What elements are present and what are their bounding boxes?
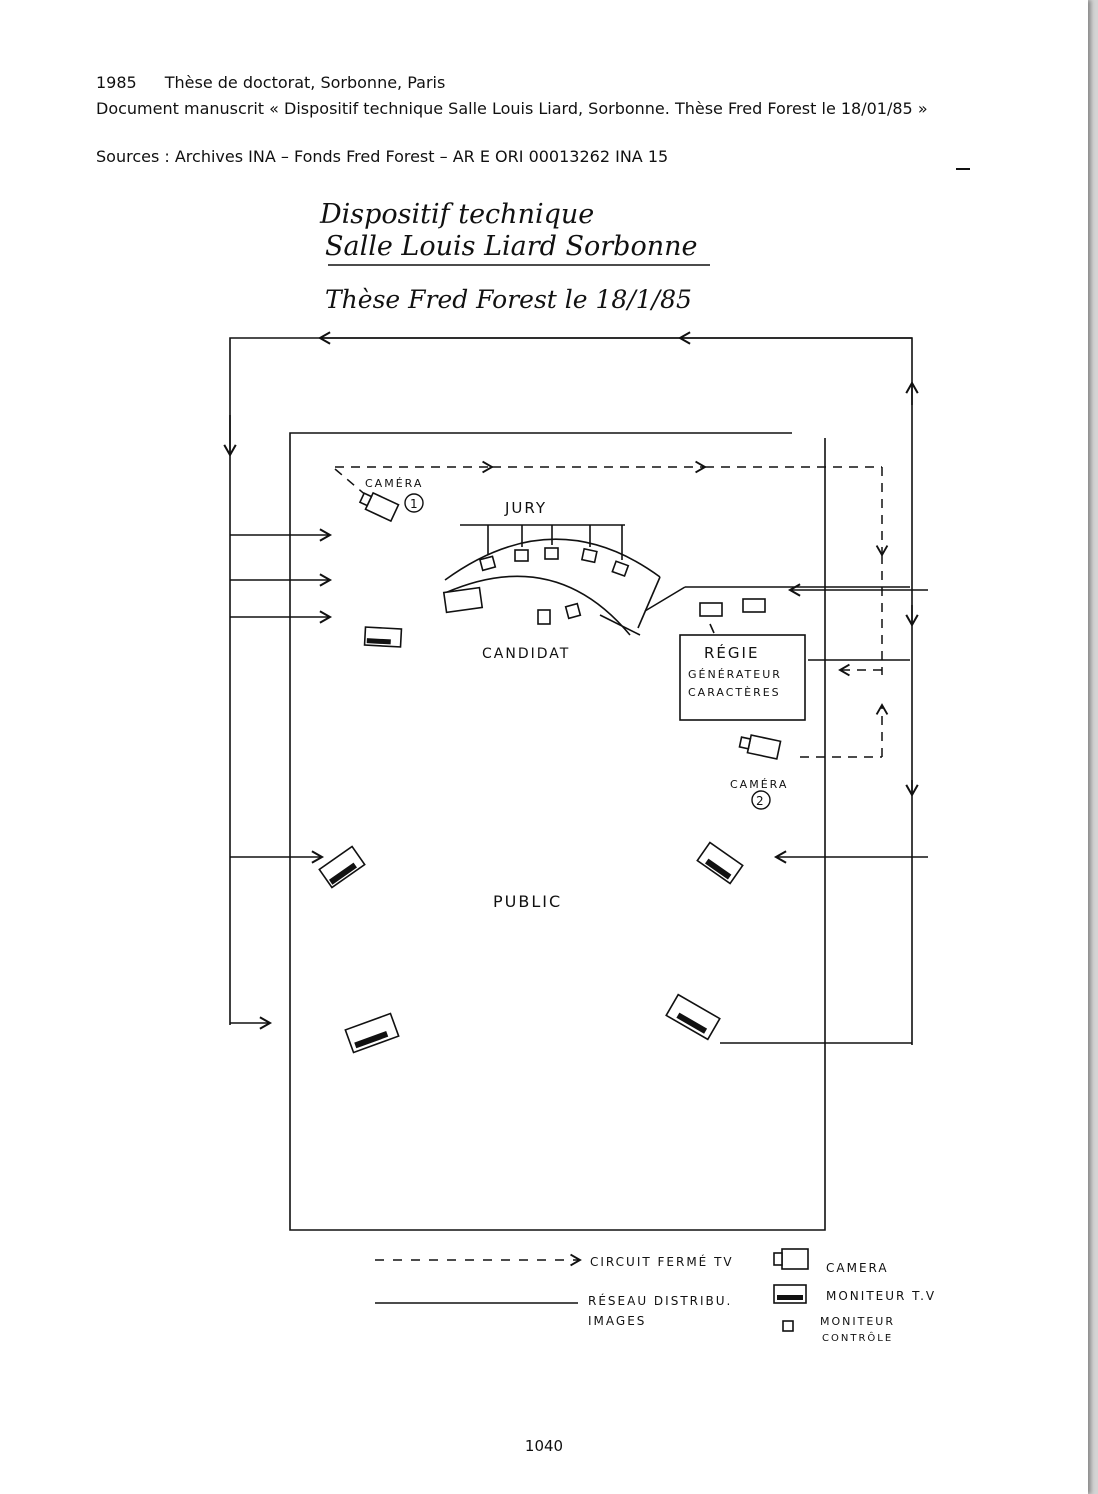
camera-1-label: CAMÉRA <box>365 477 423 490</box>
regie-generator-label: GÉNÉRATEUR <box>688 668 782 681</box>
jury-control-monitors <box>478 525 630 578</box>
page-number: 1040 <box>524 1437 564 1455</box>
legend-closed-circuit-label: CIRCUIT FERMÉ TV <box>590 1254 734 1269</box>
camera-2-icon <box>738 734 782 760</box>
regie-characters-label: CARACTÈRES <box>688 686 781 699</box>
header-document-line: Document manuscrit « Dispositif techniqu… <box>96 99 928 118</box>
camera-1-icon <box>358 491 400 523</box>
camera-2-label: CAMÉRA <box>730 778 788 791</box>
closed-circuit-lines <box>334 460 889 758</box>
legend-tv-monitor-label: MONITEUR T.V <box>826 1289 936 1303</box>
drawing-title-line-3: Thèse Fred Forest le 18/1/85 <box>325 285 692 314</box>
legend-tv-monitor-icon <box>773 1284 807 1304</box>
header-line-1: 1985 Thèse de doctorat, Sorbonne, Paris <box>96 73 445 92</box>
regie-box <box>679 634 806 721</box>
header-year: 1985 <box>96 73 137 92</box>
drawing-title-line-1: Dispositif technique <box>319 199 594 230</box>
legend-control-monitor-icon <box>782 1320 794 1332</box>
regie-monitors <box>699 598 766 634</box>
header-sources: Sources : Archives INA – Fonds Fred Fore… <box>96 147 669 166</box>
public-label: PUBLIC <box>493 892 562 911</box>
legend-camera-label: CAMERA <box>826 1261 889 1275</box>
camera-1-number: 1 <box>410 497 420 511</box>
header-event: Thèse de doctorat, Sorbonne, Paris <box>164 73 446 92</box>
legend-control-monitor-label-2: CONTRÔLE <box>822 1331 893 1344</box>
drawing-title-line-2: Salle Louis Liard Sorbonne <box>325 231 697 262</box>
floor-plan-drawing: Dispositif technique Salle Louis Liard S… <box>223 199 936 1344</box>
jury-label: JURY <box>504 499 547 517</box>
legend-distribution-label-1: RÉSEAU DISTRIBU. <box>588 1293 732 1308</box>
distribution-network-lines <box>223 331 928 1231</box>
tv-monitor-icons <box>318 586 744 1054</box>
regie-label: RÉGIE <box>704 643 759 662</box>
candidate-label: CANDIDAT <box>482 646 570 662</box>
legend-distribution-label-2: IMAGES <box>588 1314 646 1328</box>
page-mark <box>956 168 970 170</box>
legend-control-monitor-label-1: MONITEUR <box>820 1315 895 1328</box>
camera-1-number-circle <box>404 493 424 513</box>
legend-camera-icon <box>773 1248 809 1270</box>
camera-2-number: 2 <box>756 794 766 808</box>
camera-2-number-circle <box>751 790 771 810</box>
candidate-control-monitors <box>537 602 582 625</box>
